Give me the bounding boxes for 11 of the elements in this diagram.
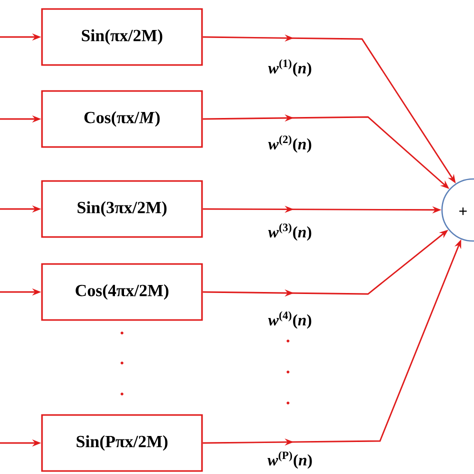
- edge-label: w$^{(P)}$(n): [267, 451, 312, 469]
- function-box: Cos(πx/M): [41, 90, 203, 148]
- function-box: Sin(Pπx/2M): [41, 414, 203, 472]
- function-box: Sin(πx/2M): [41, 8, 203, 66]
- edge-label: w$^{(3)}$(n): [268, 223, 312, 241]
- edge-label: w$^{(1)}$(n): [268, 59, 312, 77]
- edge-label: w$^{(2)}$(n): [268, 135, 312, 153]
- edge-label: w$^{(4)}$(n): [268, 311, 312, 329]
- summing-junction: +: [441, 178, 474, 242]
- function-box: Sin(3πx/2M): [41, 180, 203, 238]
- function-box: Cos(4πx/2M): [41, 263, 203, 321]
